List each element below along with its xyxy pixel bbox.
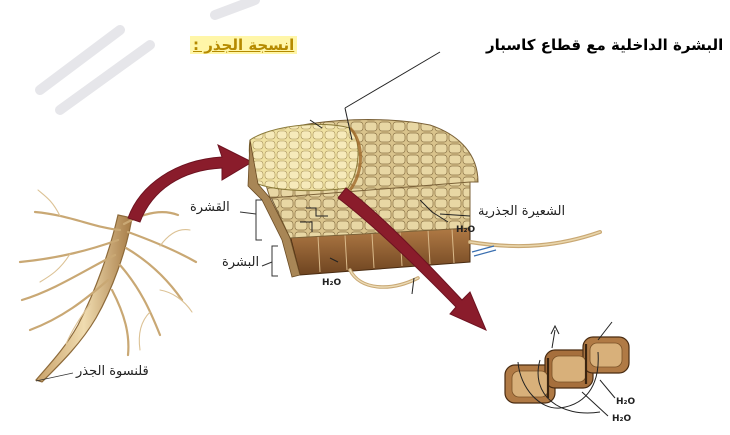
root-hair-label: الشعيرة الجذرية — [478, 204, 565, 219]
page-title: انسجة الجذر : — [190, 36, 297, 54]
epidermis-label: البشرة — [222, 255, 259, 270]
water-label-1: H₂O — [456, 225, 475, 235]
water-label-4: H₂O — [612, 414, 631, 424]
root-cap-label: قلنسوة الجذر — [76, 364, 149, 379]
root-system — [20, 190, 196, 382]
water-label-3: H₂O — [616, 397, 635, 407]
water-label-2: H₂O — [322, 278, 341, 288]
endodermis-leader — [345, 52, 440, 108]
endodermis-cells — [505, 322, 629, 416]
endodermis-heading: البشرة الداخلية مع قطاع كاسبار — [486, 36, 723, 54]
watermark — [40, 0, 255, 110]
cortex-label: القشرة — [190, 200, 230, 215]
